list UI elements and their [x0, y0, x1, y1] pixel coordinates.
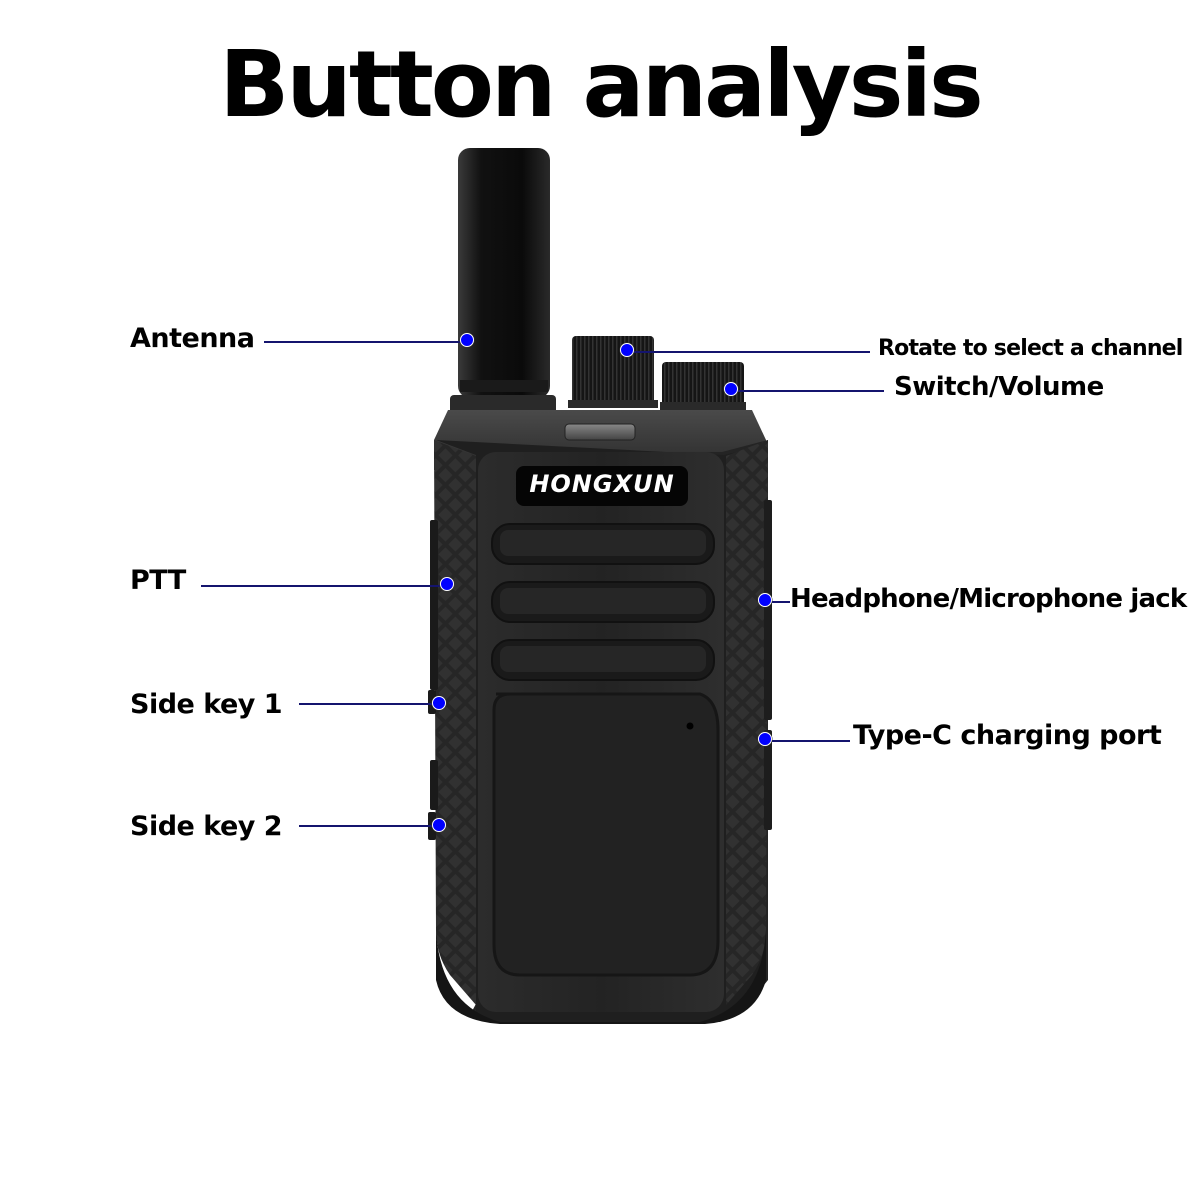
brand-logo: HONGXUN: [529, 470, 675, 498]
microphone-hole: [686, 722, 694, 730]
type-c-port-marker-dot: [758, 732, 772, 746]
antenna-label: Antenna: [130, 323, 255, 354]
side-key-1-label: Side key 1: [130, 689, 283, 720]
side-key-2-leader-line: [299, 825, 434, 827]
ptt-label: PTT: [130, 565, 186, 596]
type-c-port-leader-line: [768, 740, 850, 742]
ptt-button: [430, 520, 438, 690]
headphone-jack-marker-dot: [758, 593, 772, 607]
antenna: [450, 148, 556, 415]
volume-knob-marker-dot: [724, 382, 738, 396]
led-indicator: [564, 423, 636, 441]
headphone-jack-label: Headphone/Microphone jack: [790, 584, 1187, 614]
channel-knob-marker-dot: [620, 343, 634, 357]
ptt-leader-line: [201, 585, 444, 587]
headphone-jack-leader-line: [768, 601, 790, 603]
volume-knob: [660, 362, 746, 410]
side-key-1-marker-dot: [432, 696, 446, 710]
side-key-1-leader-line: [299, 703, 434, 705]
antenna-marker-dot: [460, 333, 474, 347]
channel-knob-leader-line: [630, 351, 870, 353]
page-title: Button analysis: [219, 31, 984, 138]
channel-knob-label: Rotate to select a channel: [878, 336, 1183, 361]
speaker-grille: [491, 523, 715, 681]
volume-knob-label: Switch/Volume: [894, 372, 1104, 402]
brand-logo-plate: [516, 466, 688, 506]
antenna-leader-line: [264, 341, 464, 343]
ptt-marker-dot: [440, 577, 454, 591]
side-key-2-marker-dot: [432, 818, 446, 832]
volume-knob-leader-line: [734, 390, 884, 392]
side-key-2-label: Side key 2: [130, 811, 283, 842]
type-c-port-label: Type-C charging port: [853, 720, 1162, 751]
channel-knob: [568, 336, 658, 408]
